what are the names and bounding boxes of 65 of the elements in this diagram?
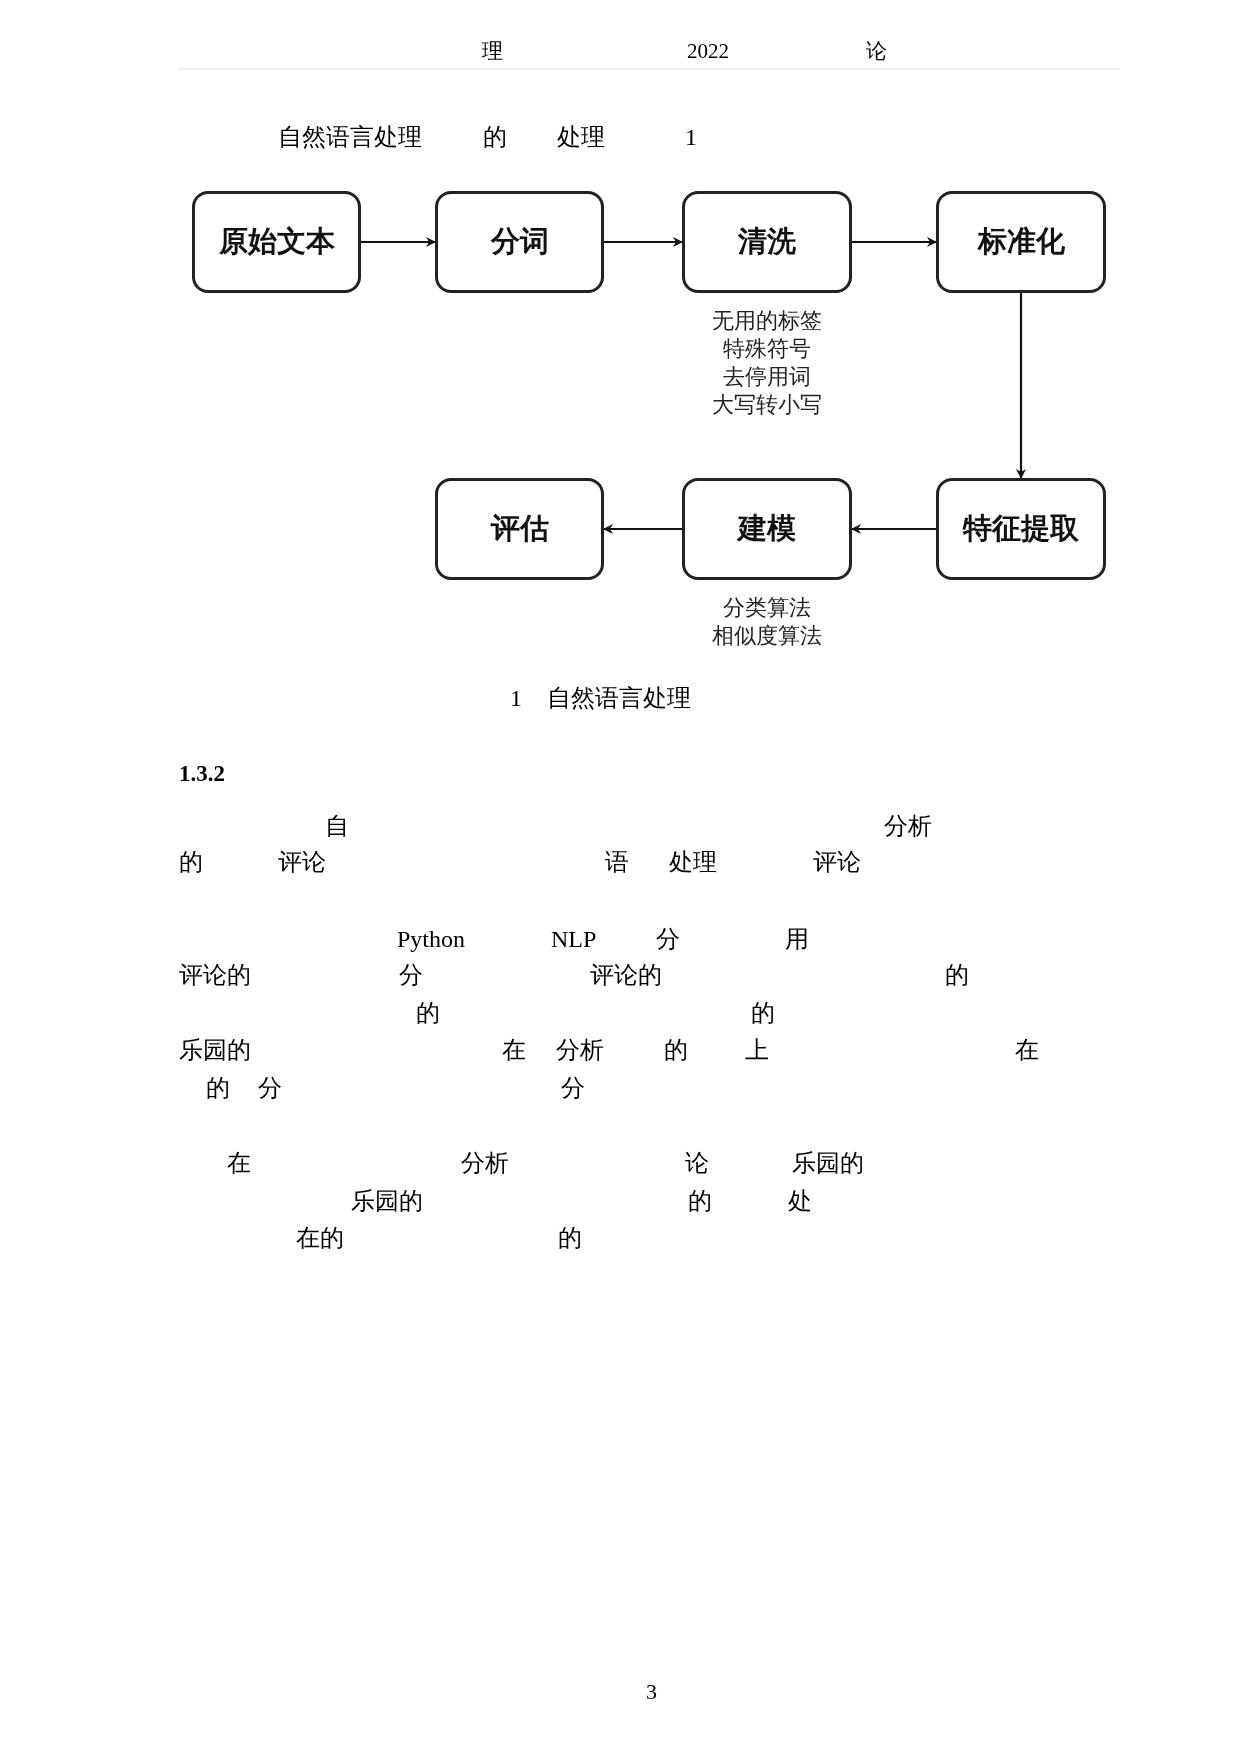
figure-title: 1 (685, 123, 697, 151)
body-text: 在 (1015, 1036, 1039, 1064)
arrow (361, 237, 436, 247)
body-text: 的 (558, 1224, 582, 1252)
process-box: 原始文本 (192, 191, 361, 293)
body-text: 分 (656, 925, 680, 953)
body-text: 分析 (461, 1149, 509, 1177)
body-text: 自 (325, 812, 349, 840)
body-text: 的 (206, 1074, 230, 1102)
body-text: 分析 (556, 1036, 604, 1064)
body-text: 的 (688, 1187, 712, 1215)
figure-caption: 1 (510, 684, 522, 712)
body-text: 的 (416, 999, 440, 1027)
process-box: 评估 (435, 478, 604, 580)
body-text: 在的 (296, 1224, 344, 1252)
body-text: 的 (664, 1036, 688, 1064)
header-text: 理 (482, 40, 503, 64)
annotation-text: 大写转小写 (712, 392, 822, 418)
annotation-text: 无用的标签 (712, 308, 822, 334)
figure-title: 自然语言处理 (278, 123, 422, 151)
body-text: 语 (605, 848, 629, 876)
body-text: 评论的 (590, 961, 662, 989)
process-box: 特征提取 (936, 478, 1106, 580)
body-text: 论 (685, 1149, 709, 1177)
arrow (1016, 293, 1026, 479)
body-text: 评论的 (179, 961, 251, 989)
arrow (603, 524, 682, 534)
body-text: 在 (502, 1036, 526, 1064)
annotation-text: 去停用词 (723, 364, 811, 390)
body-text: 的 (751, 999, 775, 1027)
body-text: 处理 (669, 848, 717, 876)
body-text: Python (397, 925, 465, 953)
body-text: NLP (551, 925, 597, 953)
annotation-text: 特殊符号 (723, 336, 811, 362)
header-text: 论 (866, 40, 887, 64)
section-number: 1.3.2 (179, 761, 225, 787)
process-box: 分词 (435, 191, 604, 293)
page-number: 3 (646, 1679, 657, 1705)
body-text: 评论 (278, 848, 326, 876)
annotation-text: 分类算法 (723, 595, 811, 621)
body-text: 的 (179, 848, 203, 876)
arrow (852, 237, 937, 247)
figure-title: 的 (483, 123, 507, 151)
figure-caption: 自然语言处理 (547, 684, 691, 712)
body-text: 分析 (884, 812, 932, 840)
body-text: 乐园的 (351, 1187, 423, 1215)
body-text: 评论 (813, 848, 861, 876)
body-text: 分 (399, 961, 423, 989)
annotation-text: 相似度算法 (712, 623, 822, 649)
body-text: 在 (227, 1149, 251, 1177)
body-text: 乐园的 (179, 1036, 251, 1064)
process-box: 标准化 (936, 191, 1106, 293)
arrow (604, 237, 683, 247)
process-box: 清洗 (682, 191, 852, 293)
figure-title: 处理 (557, 123, 605, 151)
body-text: 的 (945, 961, 969, 989)
body-text: 分 (258, 1074, 282, 1102)
arrow (851, 524, 936, 534)
body-text: 上 (745, 1036, 769, 1064)
body-text: 乐园的 (792, 1149, 864, 1177)
body-text: 分 (561, 1074, 585, 1102)
process-box: 建模 (682, 478, 852, 580)
body-text: 处 (788, 1187, 812, 1215)
header-text: 2022 (687, 40, 729, 64)
body-text: 用 (785, 925, 809, 953)
